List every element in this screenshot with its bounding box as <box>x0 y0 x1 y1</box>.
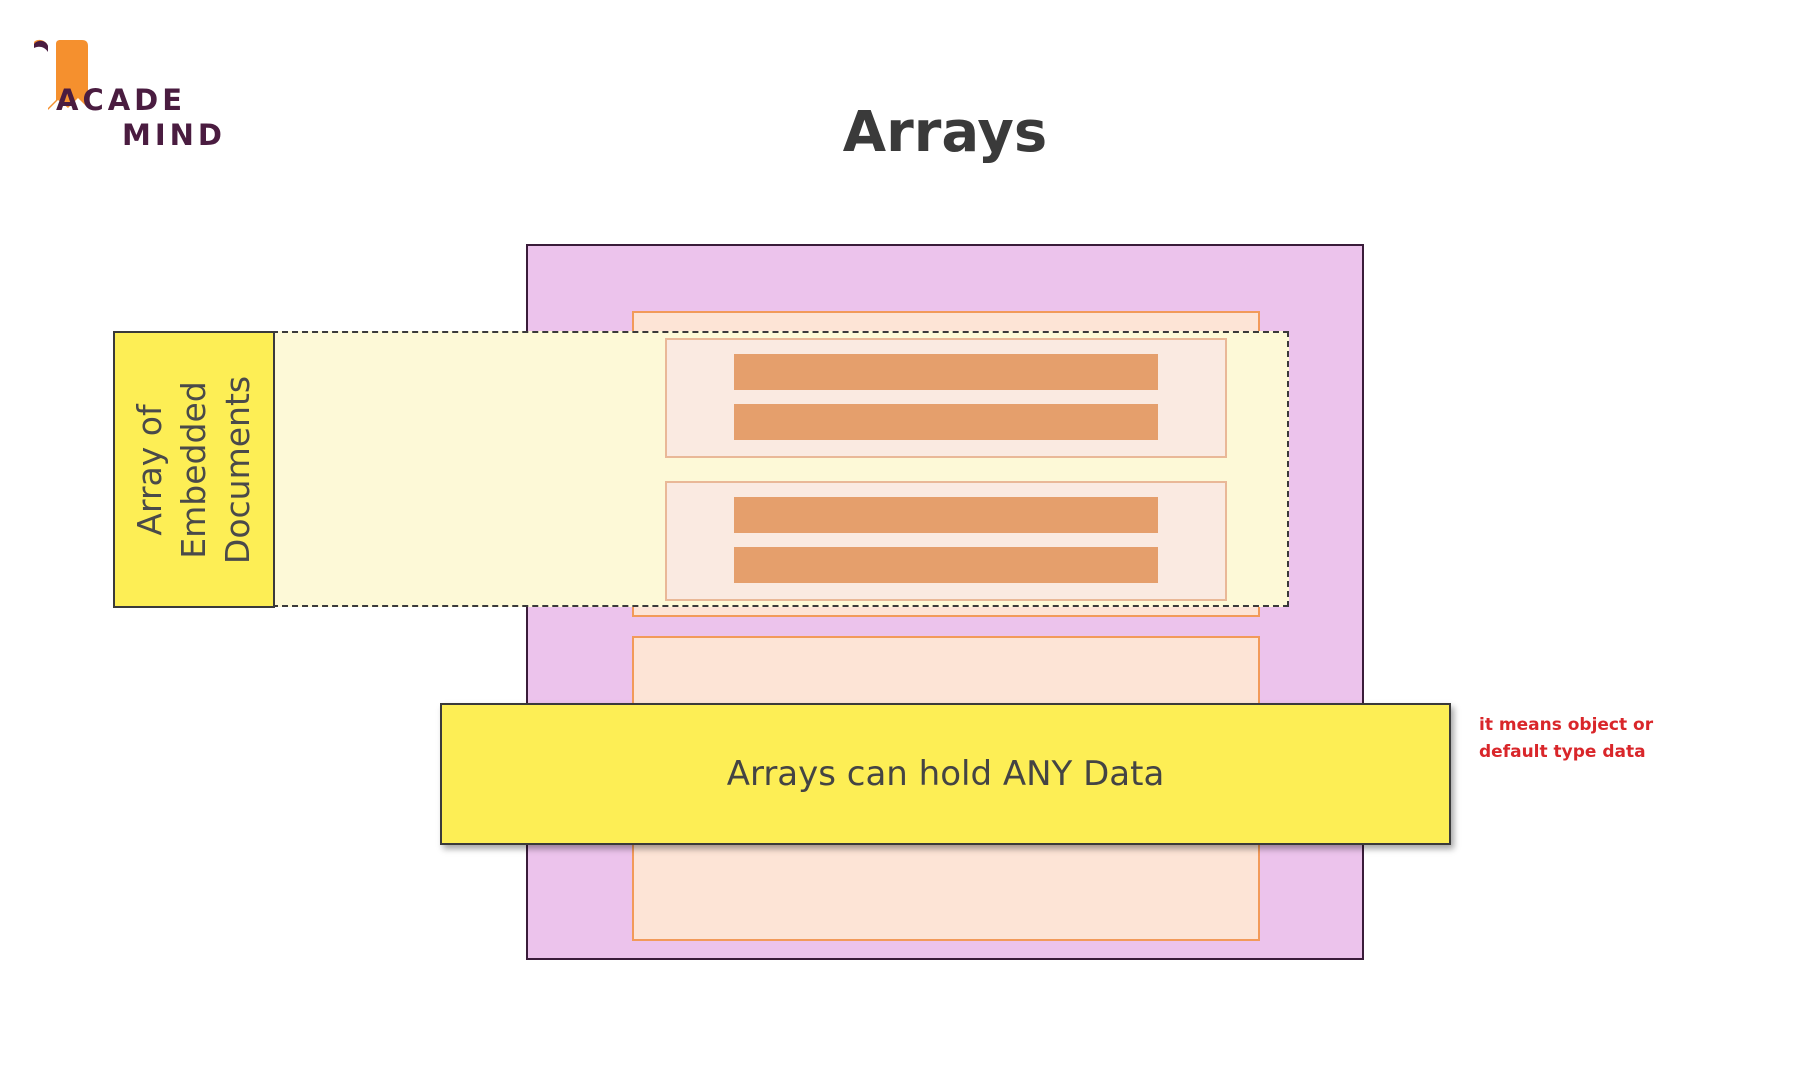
arrays-any-data-label: Arrays can hold ANY Data <box>726 754 1165 794</box>
annotation-note: it means object or default type data <box>1479 712 1653 766</box>
annotation-note-line2: default type data <box>1479 742 1646 762</box>
slide-title: Arrays <box>842 100 1048 165</box>
bookmark-icon <box>34 39 88 111</box>
embedded-field-bar <box>734 404 1158 440</box>
array-of-embedded-documents-label: Array of Embedded Documents <box>130 375 257 564</box>
arrays-any-data-banner: Arrays can hold ANY Data <box>440 703 1451 845</box>
embedded-field-bar <box>734 354 1158 390</box>
embedded-document-1 <box>665 338 1227 458</box>
embedded-field-bar <box>734 497 1158 533</box>
embedded-document-2 <box>665 481 1227 601</box>
embedded-field-bar <box>734 547 1158 583</box>
annotation-note-line1: it means object or <box>1479 715 1654 735</box>
logo-text-line2: MIND <box>122 118 226 152</box>
academind-logo: ACADE MIND <box>32 38 232 158</box>
logo-text-line1: ACADE <box>56 83 187 117</box>
array-of-embedded-documents-label-box: Array of Embedded Documents <box>113 331 275 608</box>
